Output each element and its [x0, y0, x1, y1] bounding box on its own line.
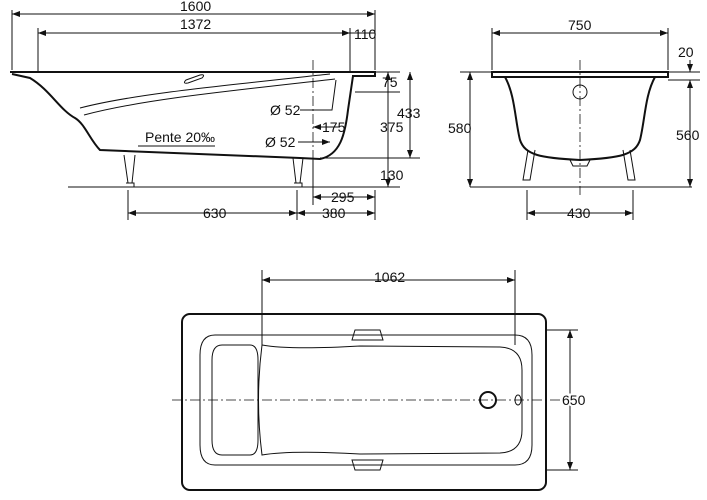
dim-1372-label: 1372 [180, 16, 211, 32]
dim-20-label: 20 [678, 44, 694, 60]
top-handle-lower [351, 459, 384, 471]
dim-130-label: 130 [380, 167, 404, 183]
end-rim [491, 71, 669, 78]
end-view: 750 20 580 560 430 [448, 17, 700, 221]
dim-430-label: 430 [567, 205, 591, 221]
top-outer-rim [181, 313, 547, 491]
overflow-diameter-label: Ø 52 [270, 102, 301, 118]
top-backrest [211, 344, 259, 456]
dim-630-label: 630 [203, 205, 227, 221]
dim-750-label: 750 [568, 17, 592, 33]
end-extension-lines [460, 28, 700, 220]
top-extension-lines [261, 270, 578, 471]
drain-diameter-label: Ø 52 [265, 134, 296, 150]
dim-175-label: 175 [322, 119, 346, 135]
side-inner-backrest [79, 73, 336, 116]
dim-433-label: 433 [397, 105, 421, 121]
end-drain [569, 159, 591, 167]
dim-1062-label: 1062 [374, 269, 405, 285]
top-basin [258, 344, 523, 456]
top-handle-upper [351, 329, 384, 341]
dim-110-label: 110 [354, 26, 377, 42]
end-legs [522, 149, 636, 181]
leg-left [123, 154, 136, 188]
side-rim [10, 71, 376, 77]
leg-right [292, 157, 304, 188]
dim-295-label: 295 [331, 189, 355, 205]
dim-1600-label: 1600 [180, 0, 211, 14]
dim-375-label: 375 [380, 119, 404, 135]
top-inner-outline [199, 334, 533, 466]
dim-650-label: 650 [562, 392, 586, 408]
dim-380-label: 380 [322, 205, 346, 221]
side-handle [183, 74, 205, 84]
slope-label: Pente 20‰ [145, 129, 215, 145]
overflow-leader [300, 79, 337, 111]
side-tub-outline [11, 73, 354, 161]
dim-580-label: 580 [448, 120, 472, 136]
top-view: 1062 650 [172, 269, 588, 491]
side-view: 1600 1372 110 75 375 130 433 Ø 52 175 Ø … [10, 0, 421, 221]
dim-560-label: 560 [676, 127, 700, 143]
dim-75-label: 75 [382, 74, 398, 90]
